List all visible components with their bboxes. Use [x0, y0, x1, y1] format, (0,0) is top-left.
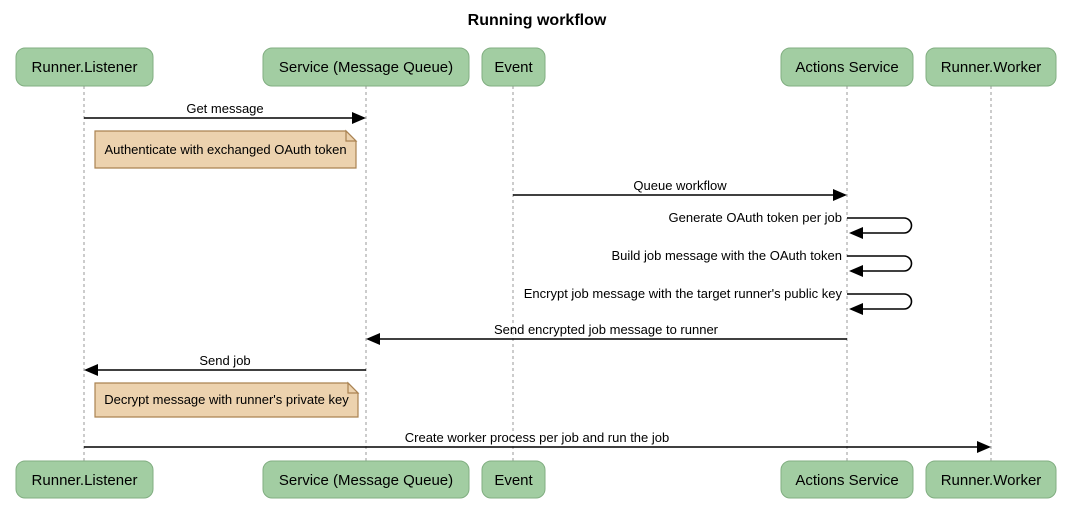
- actor-box: [780, 460, 914, 499]
- actor-box: [925, 460, 1057, 499]
- actor-label: Runner.Worker: [941, 59, 1042, 76]
- actor-box: [481, 460, 546, 499]
- actor-label: Runner.Listener: [32, 472, 138, 489]
- actor-box: [262, 460, 470, 499]
- self-loop-arrow: [847, 293, 913, 315]
- note-fold-corner: [347, 381, 360, 394]
- message-label: Build job message with the OAuth token: [611, 248, 842, 263]
- message-label: Create worker process per job and run th…: [405, 430, 669, 445]
- actor-box: [780, 47, 914, 87]
- self-loop-build-job-message: Build job message with the OAuth token: [611, 248, 913, 277]
- message-label: Queue workflow: [633, 178, 727, 193]
- actor-label: Service (Message Queue): [279, 472, 453, 489]
- note-box: [94, 382, 359, 418]
- actor-bottom-service-message-queue: Service (Message Queue): [262, 460, 470, 499]
- note-text: Decrypt message with runner's private ke…: [104, 392, 349, 407]
- message-label: Generate OAuth token per job: [669, 210, 842, 225]
- note-text: Authenticate with exchanged OAuth token: [104, 142, 346, 157]
- message-queue-workflow: Queue workflow: [513, 178, 847, 201]
- note-fold-corner: [345, 129, 358, 142]
- actor-label: Runner.Listener: [32, 59, 138, 76]
- actor-top-event: Event: [481, 47, 546, 87]
- note-decrypt: Decrypt message with runner's private ke…: [94, 381, 360, 418]
- message-get-message: Get message: [84, 101, 366, 124]
- note-box: [94, 130, 357, 169]
- self-loop-generate-oauth: Generate OAuth token per job: [669, 210, 913, 239]
- message-label: Send job: [199, 353, 250, 368]
- note-authenticate: Authenticate with exchanged OAuth token: [94, 129, 358, 169]
- actor-bottom-runner-worker: Runner.Worker: [925, 460, 1057, 499]
- actor-top-actions-service: Actions Service: [780, 47, 914, 87]
- actor-top-service-message-queue: Service (Message Queue): [262, 47, 470, 87]
- actor-box: [925, 47, 1057, 87]
- message-label: Get message: [186, 101, 263, 116]
- actor-label: Event: [494, 472, 533, 489]
- message-create-worker: Create worker process per job and run th…: [84, 430, 991, 453]
- actor-label: Event: [494, 59, 533, 76]
- actor-box: [262, 47, 470, 87]
- self-loop-arrow: [847, 255, 913, 277]
- actor-bottom-event: Event: [481, 460, 546, 499]
- self-loop-encrypt-job-message: Encrypt job message with the target runn…: [524, 286, 913, 315]
- actor-bottom-actions-service: Actions Service: [780, 460, 914, 499]
- message-label: Encrypt job message with the target runn…: [524, 286, 843, 301]
- diagram-title: Running workflow: [468, 12, 607, 29]
- actor-box: [15, 47, 154, 87]
- message-send-encrypted: Send encrypted job message to runner: [366, 322, 847, 345]
- actor-label: Actions Service: [795, 59, 898, 76]
- message-send-job: Send job: [84, 353, 366, 376]
- actor-top-runner-listener: Runner.Listener: [15, 47, 154, 87]
- actor-bottom-runner-listener: Runner.Listener: [15, 460, 154, 499]
- self-loop-arrow: [847, 217, 913, 239]
- message-label: Send encrypted job message to runner: [494, 322, 719, 337]
- actor-top-runner-worker: Runner.Worker: [925, 47, 1057, 87]
- actor-label: Runner.Worker: [941, 472, 1042, 489]
- actor-label: Actions Service: [795, 472, 898, 489]
- actor-box: [481, 47, 546, 87]
- actor-box: [15, 460, 154, 499]
- actor-label: Service (Message Queue): [279, 59, 453, 76]
